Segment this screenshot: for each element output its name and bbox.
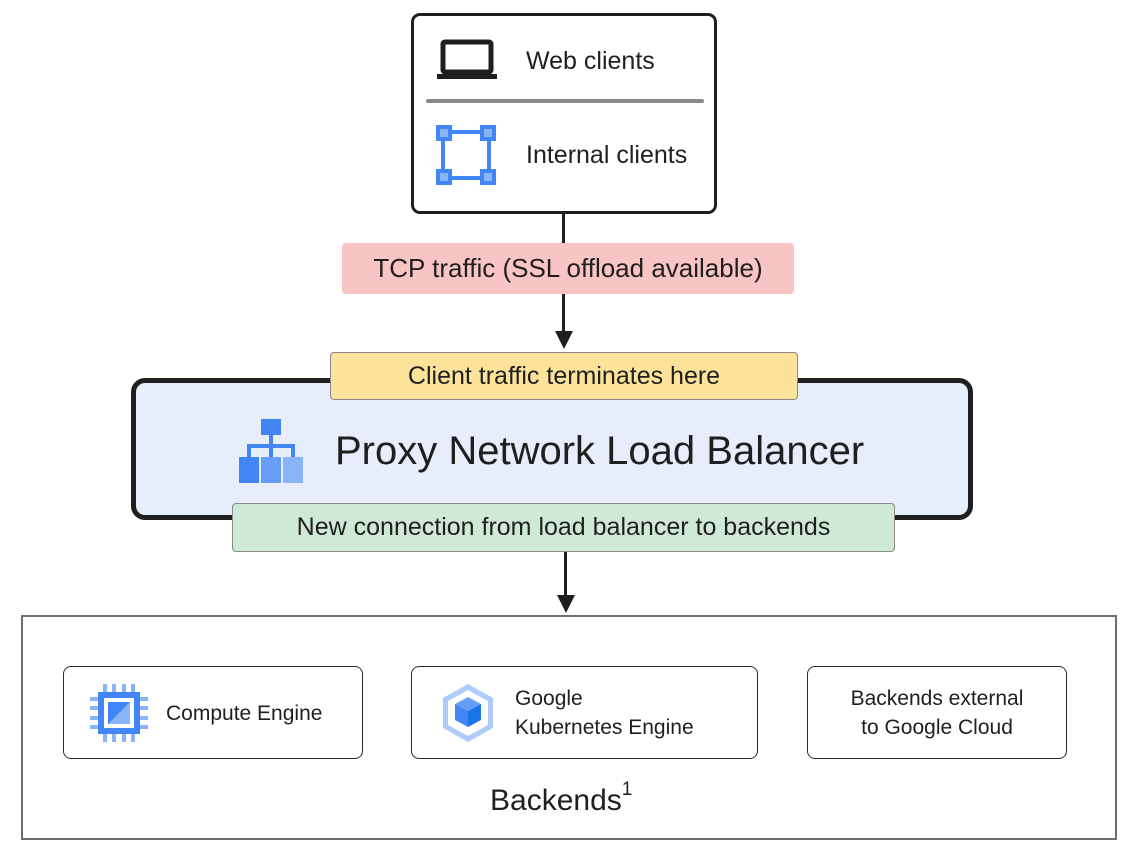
compute-engine-label: Compute Engine xyxy=(166,702,323,725)
external-backends-label-line1: Backends external xyxy=(850,687,1024,710)
clients-divider xyxy=(426,99,704,103)
internal-clients-label: Internal clients xyxy=(526,141,688,169)
terminates-tag: Client traffic terminates here xyxy=(330,352,798,400)
clients-box xyxy=(411,13,717,214)
connector-line xyxy=(562,292,565,332)
connector-line xyxy=(564,552,567,596)
compute-engine-icon xyxy=(90,684,148,742)
connector-line xyxy=(562,214,565,246)
arrowhead xyxy=(555,331,573,349)
backends-label-text: Backends xyxy=(490,784,622,817)
backend-card-kubernetes-engine xyxy=(411,666,758,759)
footnote-marker: 1 xyxy=(621,779,633,800)
backend-card-external xyxy=(807,666,1067,759)
internal-clients-icon xyxy=(436,125,496,185)
load-balancer-title: Proxy Network Load Balancer xyxy=(335,429,865,473)
kubernetes-engine-icon xyxy=(443,684,493,742)
load-balancer-icon xyxy=(239,419,303,483)
external-backends-label-line2: to Google Cloud xyxy=(861,716,1013,739)
kubernetes-engine-label-line2: Kubernetes Engine xyxy=(515,716,694,739)
backends-label: Backends1 xyxy=(490,774,632,821)
new-connection-tag: New connection from load balancer to bac… xyxy=(232,503,895,552)
web-clients-label: Web clients xyxy=(526,47,655,75)
kubernetes-engine-label-line1: Google xyxy=(515,687,583,710)
arrowhead xyxy=(557,595,575,613)
laptop-icon xyxy=(437,39,497,79)
tcp-traffic-tag: TCP traffic (SSL offload available) xyxy=(342,243,794,294)
